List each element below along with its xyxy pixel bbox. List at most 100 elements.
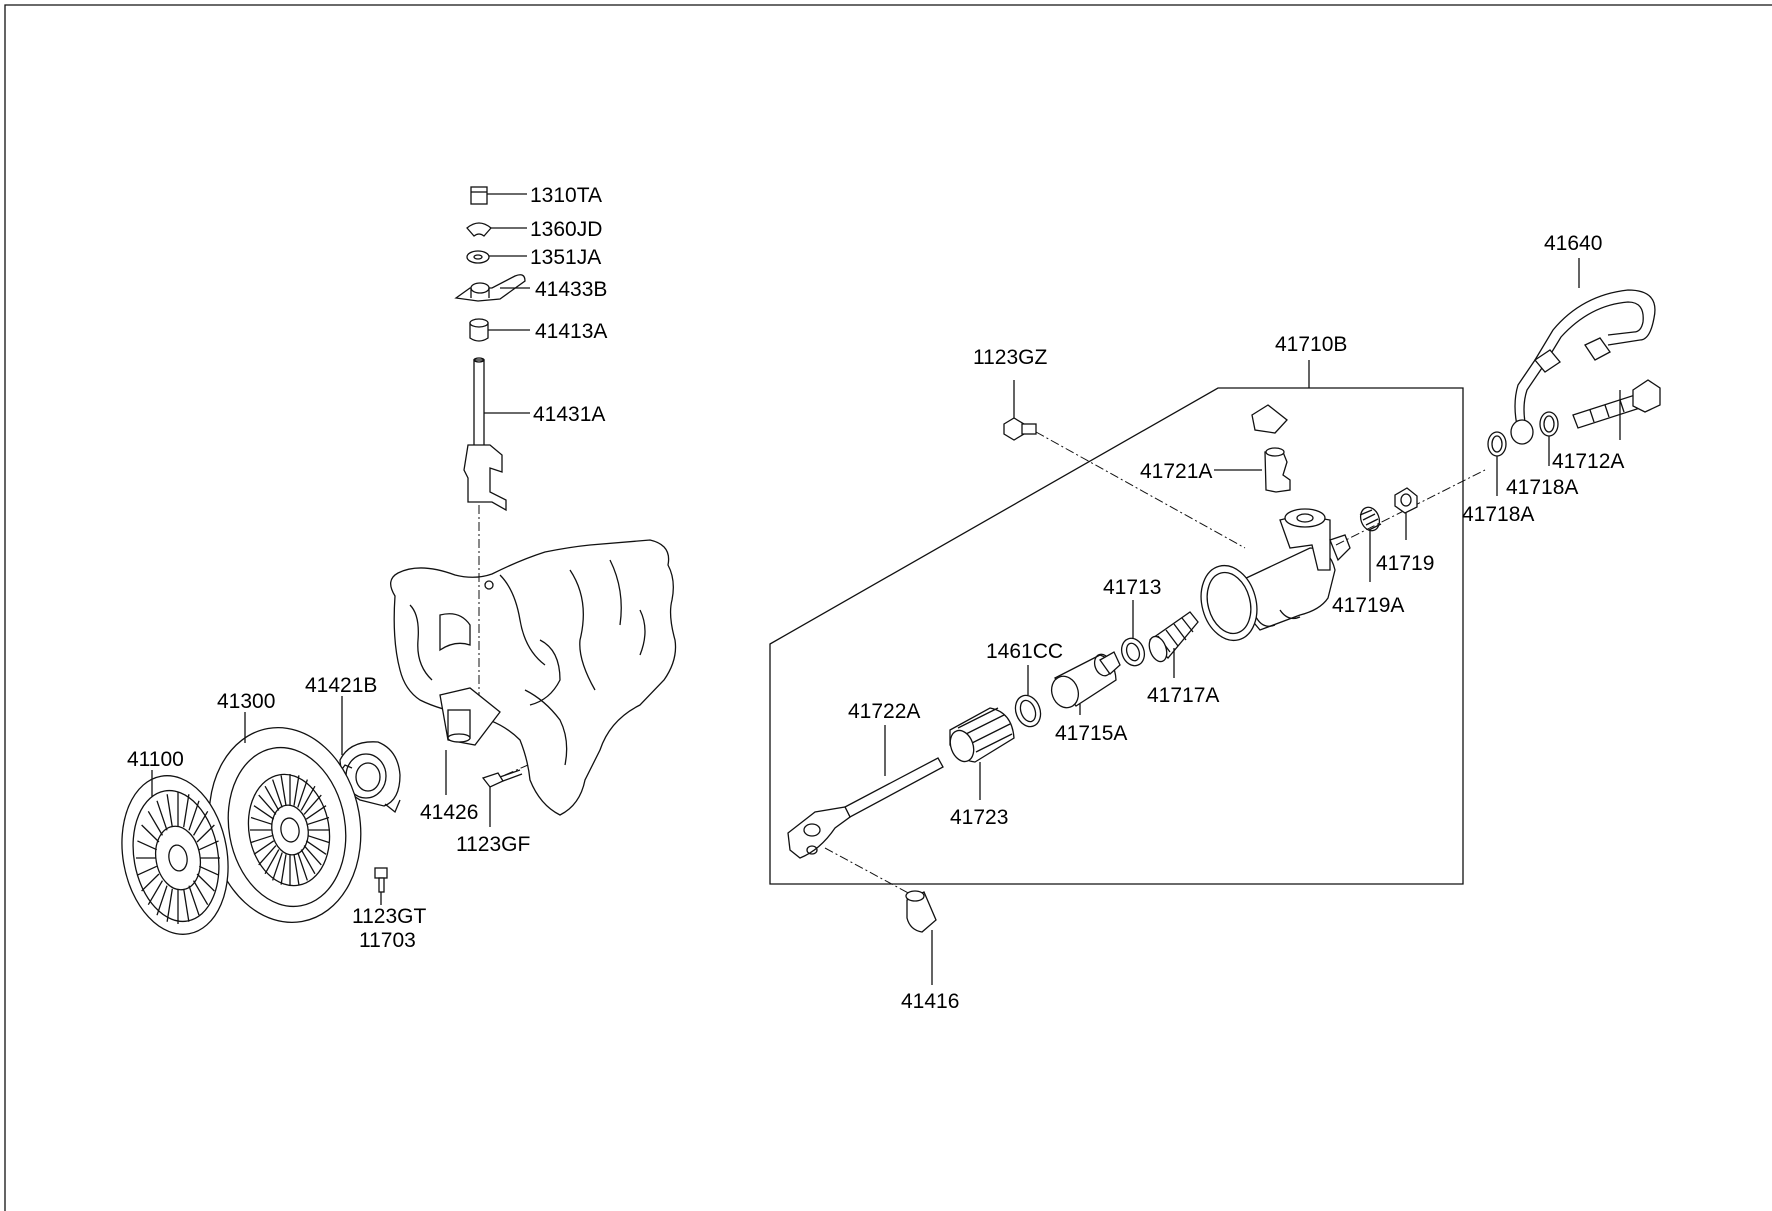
lever-41433b[interactable] bbox=[454, 274, 526, 302]
piston-41715a[interactable] bbox=[1047, 651, 1121, 712]
spoke-line bbox=[166, 794, 173, 828]
spoke-line bbox=[250, 816, 273, 826]
page-frame bbox=[4, 4, 1772, 1211]
bleeder-41721a[interactable] bbox=[1251, 404, 1291, 493]
spring-41719a[interactable] bbox=[1357, 505, 1382, 534]
spoke-line bbox=[272, 779, 283, 808]
label-41421b[interactable]: 41421B bbox=[305, 674, 377, 697]
label-41715a[interactable]: 41715A bbox=[1055, 722, 1127, 745]
bolt-1123gf[interactable] bbox=[481, 772, 504, 788]
spoke-line bbox=[137, 840, 158, 851]
release-bearing-41421b[interactable] bbox=[339, 741, 401, 814]
spoke-line bbox=[264, 849, 280, 875]
leader-lines bbox=[151, 193, 1621, 985]
spoke-line bbox=[297, 779, 308, 808]
label-41416[interactable]: 41416 bbox=[901, 990, 959, 1013]
ring-41713[interactable] bbox=[1118, 635, 1148, 669]
label-1360jd[interactable]: 1360JD bbox=[530, 218, 602, 241]
washer-1351ja[interactable] bbox=[466, 250, 490, 264]
spoke-line bbox=[264, 785, 280, 811]
spoke-line bbox=[198, 840, 219, 851]
spoke-line bbox=[192, 811, 209, 836]
shift-shaft-stack bbox=[454, 186, 526, 705]
spoke-line bbox=[183, 794, 190, 828]
label-41721a[interactable]: 41721A bbox=[1140, 460, 1212, 483]
spoke-line bbox=[305, 805, 327, 820]
washer-1360jd[interactable] bbox=[466, 222, 492, 237]
spoke-line bbox=[303, 794, 322, 815]
label-1123gf[interactable]: 1123GF bbox=[456, 833, 530, 856]
spoke-line bbox=[280, 854, 287, 885]
spoke-line bbox=[192, 880, 209, 905]
label-41713[interactable]: 41713 bbox=[1103, 576, 1161, 599]
spoke-line bbox=[293, 775, 300, 806]
label-1123gz[interactable]: 1123GZ bbox=[973, 346, 1047, 369]
part-labels: 1310TA 1360JD 1351JA 41433B 41413A 41431… bbox=[127, 184, 1624, 1013]
label-41719[interactable]: 41719 bbox=[1376, 552, 1434, 575]
transmission-housing bbox=[390, 539, 677, 816]
dust-boot-41723[interactable] bbox=[946, 707, 1015, 765]
spoke-line bbox=[297, 852, 308, 881]
clevis-pin-41416[interactable] bbox=[905, 890, 937, 933]
label-41718a-2[interactable]: 41718A bbox=[1462, 503, 1534, 526]
spoke-line bbox=[253, 805, 275, 820]
fork-41431a[interactable] bbox=[463, 444, 507, 512]
label-1351ja[interactable]: 1351JA bbox=[530, 246, 601, 269]
label-41718a-1[interactable]: 41718A bbox=[1506, 476, 1578, 499]
spoke-line bbox=[188, 800, 200, 831]
label-1461cc[interactable]: 1461CC bbox=[986, 640, 1063, 663]
label-41300[interactable]: 41300 bbox=[217, 690, 275, 713]
spoke-line bbox=[258, 794, 277, 815]
label-41722a[interactable]: 41722A bbox=[848, 700, 920, 723]
hose-41640[interactable] bbox=[1510, 289, 1656, 445]
label-41413a[interactable]: 41413A bbox=[535, 320, 607, 343]
spoke-line bbox=[300, 849, 316, 875]
spoke-line bbox=[305, 840, 327, 855]
spoke-line bbox=[300, 785, 316, 811]
boot-41717a[interactable] bbox=[1146, 611, 1199, 664]
spoke-line bbox=[258, 845, 277, 866]
label-41723[interactable]: 41723 bbox=[950, 806, 1008, 829]
label-41710b[interactable]: 41710B bbox=[1275, 333, 1347, 356]
nut-1310ta[interactable] bbox=[470, 186, 488, 205]
spoke-line bbox=[280, 775, 287, 806]
spoke-line bbox=[307, 816, 330, 826]
release-cylinder-body[interactable] bbox=[1193, 469, 1486, 647]
spoke-line bbox=[141, 873, 160, 892]
label-41717a[interactable]: 41717A bbox=[1147, 684, 1219, 707]
spoke-line bbox=[196, 824, 215, 843]
label-41100[interactable]: 41100 bbox=[127, 748, 184, 771]
spoke-line bbox=[137, 865, 158, 876]
label-41712a[interactable]: 41712A bbox=[1552, 450, 1624, 473]
bolt-1123gt[interactable] bbox=[374, 867, 388, 893]
nut-41719[interactable] bbox=[1394, 487, 1418, 514]
spoke-line bbox=[147, 811, 164, 836]
spoke-line bbox=[147, 880, 164, 905]
bolt-41712a[interactable] bbox=[1572, 379, 1661, 429]
label-41431a[interactable]: 41431A bbox=[533, 403, 605, 426]
push-rod-41722a[interactable] bbox=[787, 757, 944, 896]
label-1310ta[interactable]: 1310TA bbox=[530, 184, 602, 207]
label-41426[interactable]: 41426 bbox=[420, 801, 478, 824]
spoke-line bbox=[303, 845, 322, 866]
spoke-line bbox=[183, 888, 190, 922]
label-41433b[interactable]: 41433B bbox=[535, 278, 607, 301]
bushing-41413a[interactable] bbox=[469, 322, 489, 342]
spoke-line bbox=[141, 824, 160, 843]
bolt-1123gz[interactable] bbox=[1003, 417, 1246, 549]
spoke-line bbox=[156, 800, 168, 831]
spoke-line bbox=[196, 873, 215, 892]
spoke-line bbox=[198, 865, 219, 876]
clutch-disc-41100[interactable] bbox=[110, 767, 240, 943]
spoke-line bbox=[307, 834, 330, 844]
snap-ring-1461cc[interactable] bbox=[1011, 692, 1044, 730]
label-41719a[interactable]: 41719A bbox=[1332, 594, 1404, 617]
shaft-41431a[interactable] bbox=[473, 359, 485, 459]
spoke-line bbox=[293, 854, 300, 885]
spoke-line bbox=[188, 885, 200, 916]
label-41640[interactable]: 41640 bbox=[1544, 232, 1602, 255]
label-1123gt[interactable]: 1123GT bbox=[352, 905, 426, 928]
label-11703[interactable]: 11703 bbox=[359, 929, 416, 952]
assembly-box-41710b bbox=[769, 387, 1464, 885]
